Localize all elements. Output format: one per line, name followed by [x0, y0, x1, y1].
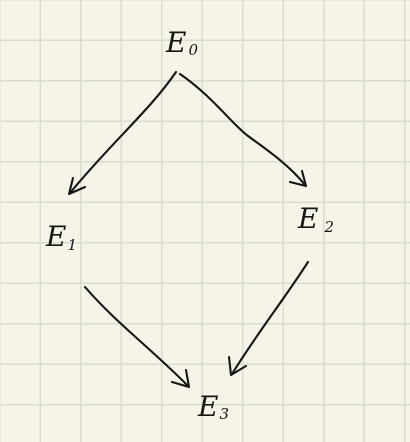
edge-e0-e2-shaft — [178, 72, 307, 187]
edge-e0-e2 — [178, 72, 308, 188]
edge-e1-e3-arrowhead — [170, 368, 191, 389]
node-e2-letter: E — [297, 202, 318, 235]
edge-e2-e3-arrowhead — [227, 355, 248, 377]
edge-e2-e3-shaft — [230, 260, 310, 376]
edge-e2-e3 — [227, 260, 310, 377]
svg-text:E2: E2 — [297, 202, 334, 236]
node-e0-subscript: 0 — [188, 41, 198, 59]
node-e0-letter: E — [165, 26, 186, 59]
svg-text:E1: E1 — [45, 220, 77, 254]
node-e1-subscript: 1 — [67, 236, 77, 254]
edge-e0-e1 — [67, 70, 178, 196]
node-e3: E3 — [197, 390, 229, 423]
node-e3-letter: E — [197, 390, 218, 423]
edge-e0-e2-arrowhead — [288, 169, 308, 188]
node-e1-letter: E — [45, 220, 66, 253]
svg-text:E0: E0 — [165, 26, 198, 59]
node-e2-subscript: 2 — [323, 218, 334, 236]
svg-text:E3: E3 — [197, 390, 229, 423]
edge-e1-e3-shaft — [83, 285, 190, 388]
edge-e0-e1-arrowhead — [67, 176, 87, 196]
node-e3-subscript: 3 — [219, 405, 229, 423]
node-e1: E1 — [45, 220, 77, 254]
edge-e0-e1-shaft — [68, 70, 178, 195]
edge-e1-e3 — [83, 285, 191, 389]
